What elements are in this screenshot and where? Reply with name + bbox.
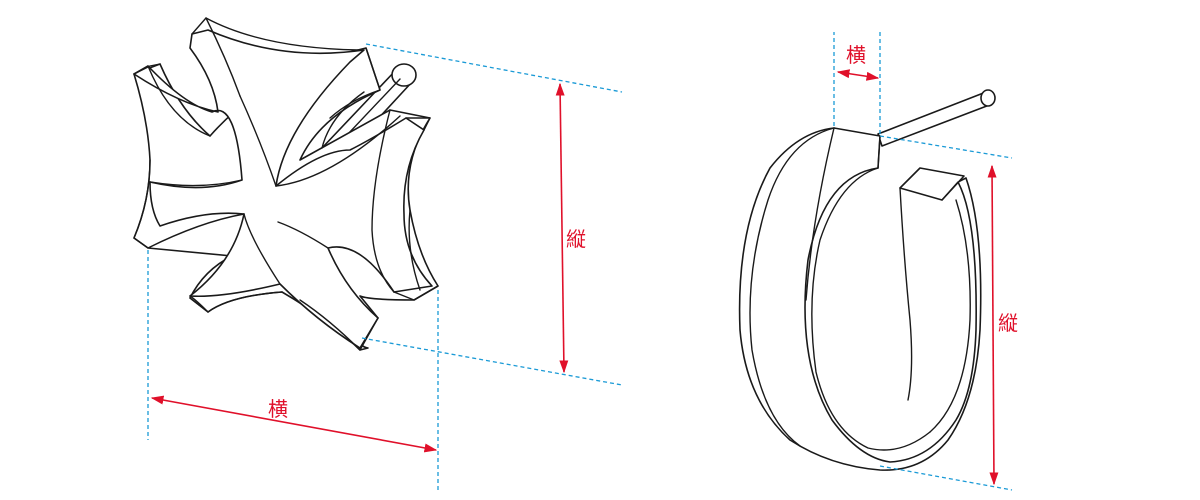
cross-height-label: 縦	[566, 227, 586, 251]
ring-height-dimension: 縦	[987, 164, 1018, 486]
ring-outer	[738, 127, 982, 471]
ring-guide-lines	[833, 32, 1013, 491]
ring-pendant	[738, 89, 996, 471]
ring-bail	[877, 89, 996, 147]
cross-front-face	[133, 29, 433, 349]
cross-pendant	[133, 17, 439, 351]
ring-width-label: 横	[846, 43, 866, 67]
cross-guide-lines	[147, 43, 623, 492]
ring-end-block	[899, 167, 965, 201]
ring-width-dimension: 横	[836, 43, 880, 81]
ring-height-label: 縦	[998, 311, 1018, 335]
cross-height-dimension: 縦	[555, 82, 586, 374]
cross-width-label: 横	[268, 397, 288, 421]
cross-width-dimension: 横	[150, 395, 438, 453]
